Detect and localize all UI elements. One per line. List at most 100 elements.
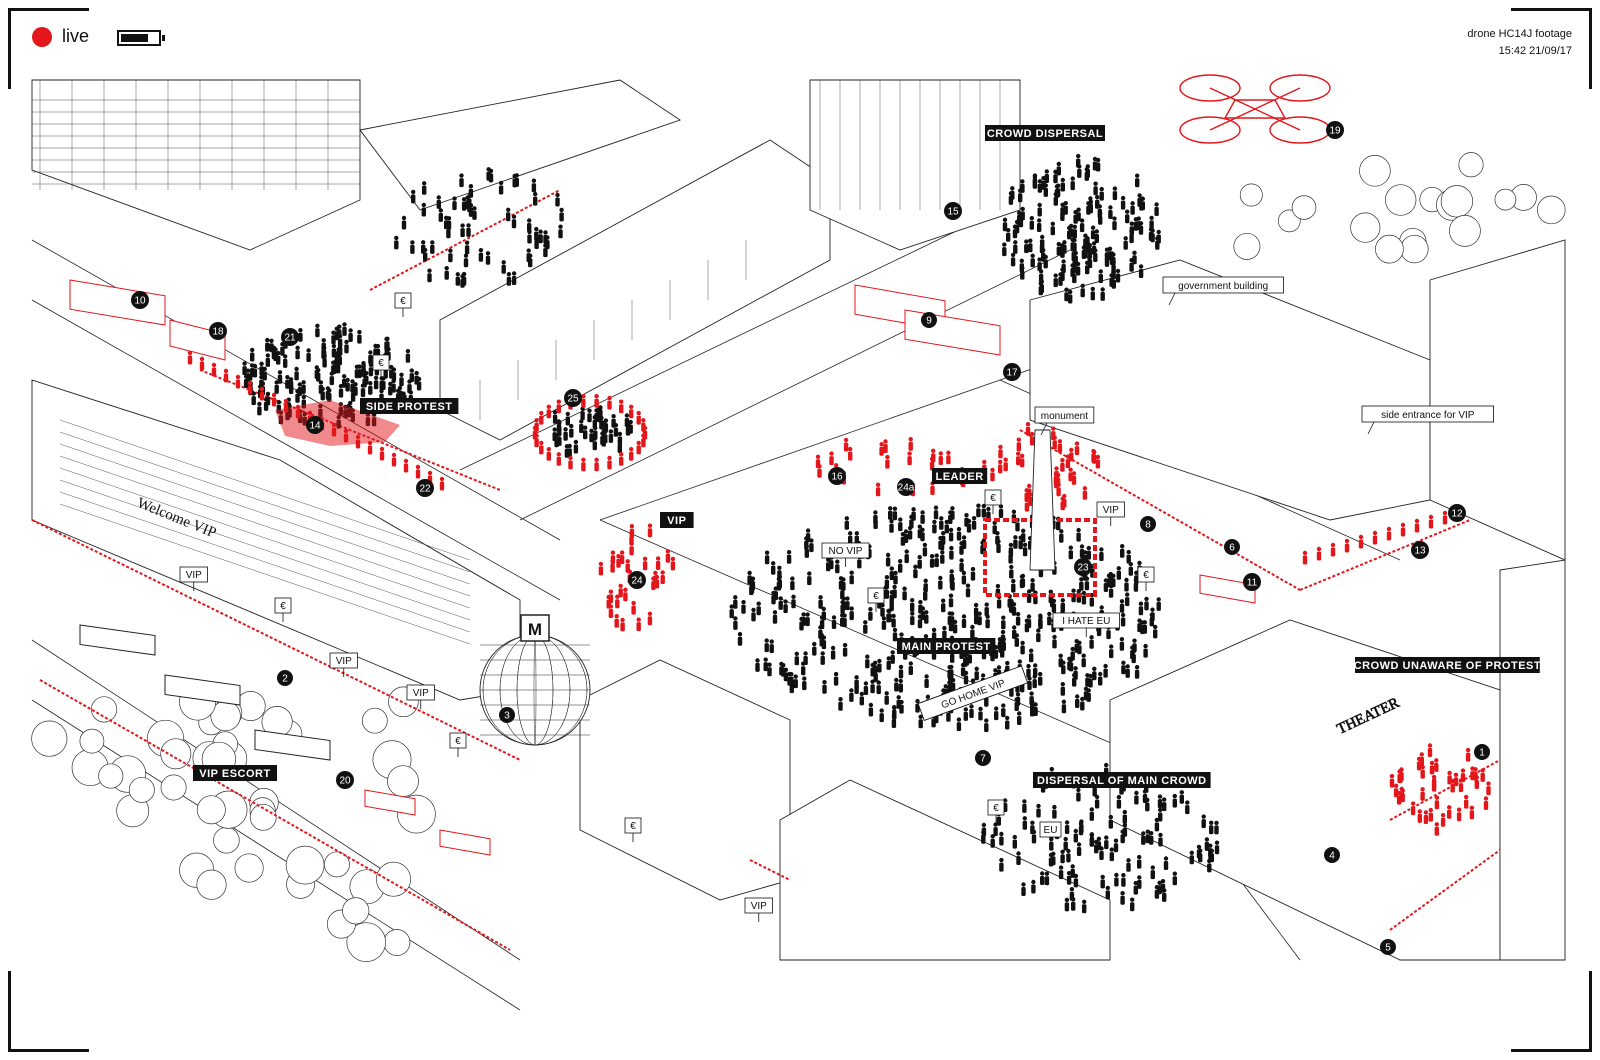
person-figure [1417,809,1423,823]
person-figure [338,383,344,398]
person-figure [464,240,470,255]
person-figure [1052,804,1057,819]
person-figure [1093,181,1098,196]
person-figure [1108,814,1114,829]
person-figure [737,632,743,646]
window-row [59,491,471,633]
person-figure [1064,897,1070,912]
marker-12: 12 [1448,504,1466,522]
person-figure [848,446,853,461]
person-figure [354,364,360,379]
person-figure [1060,177,1066,192]
person-figure [608,429,614,443]
police-car [439,829,491,856]
person-figure [1041,248,1046,262]
person-figure [430,240,435,254]
person-figure [849,606,854,621]
person-figure [1016,851,1021,865]
person-figure [1358,534,1364,549]
person-figure [933,505,939,520]
svg-text:SIDE PROTEST: SIDE PROTEST [366,401,453,413]
person-figure [1084,576,1090,591]
tree [1291,195,1317,220]
person-figure [1103,663,1108,678]
svg-text:13: 13 [1414,546,1426,557]
person-figure [401,215,407,230]
person-figure [1122,809,1128,824]
svg-text:5: 5 [1385,943,1391,954]
person-figure [1081,590,1087,605]
person-figure [812,641,817,656]
person-figure [587,408,592,423]
person-figure [531,178,537,193]
person-figure [368,381,373,395]
person-figure [1120,829,1125,844]
viewfinder-corner-bottom-left [8,971,89,1052]
person-figure [963,707,968,721]
person-figure [1068,467,1073,482]
person-figure [964,652,969,666]
person-figure [647,523,653,538]
person-figure [767,662,772,677]
person-figure [556,399,561,414]
person-figure [325,386,331,400]
person-figure [959,558,964,572]
person-figure [1012,625,1017,639]
person-figure [543,230,548,244]
person-figure [999,857,1004,872]
person-figure [409,368,414,383]
person-figure [1447,770,1452,785]
person-figure [1063,201,1068,215]
person-figure [1150,228,1155,243]
person-figure [1302,550,1308,565]
person-figure [1013,240,1018,254]
battery-icon [117,30,165,46]
tree [213,826,240,854]
person-figure [920,510,925,524]
person-figure [1104,253,1110,267]
person-figure [629,404,634,419]
svg-text:EU: EU [1044,825,1058,836]
svg-text:2: 2 [282,674,288,685]
person-figure [1145,829,1151,844]
svg-text:8: 8 [1145,520,1151,531]
protest-sign-vip: VIP [179,566,208,591]
government-building-callout: government building [1162,276,1284,306]
person-figure [1149,831,1154,845]
building-bottom-center [779,779,1111,961]
person-figure [1033,590,1038,605]
person-figure [1135,173,1140,188]
person-figure [1092,666,1097,681]
person-figure [1089,807,1095,821]
person-figure [831,615,837,629]
person-figure [405,349,411,363]
tree [1233,232,1261,260]
person-figure [607,395,612,410]
person-figure [485,251,491,265]
person-figure [1044,871,1050,886]
person-figure [399,372,404,387]
person-figure [976,503,981,518]
person-figure [818,595,823,609]
person-figure [569,423,574,438]
person-figure [902,586,907,601]
person-figure [1079,544,1085,558]
person-figure [1043,254,1048,269]
person-figure [1172,793,1178,808]
live-indicator: live [32,26,89,47]
limousine [254,729,331,761]
person-figure [1064,287,1069,302]
limousine [79,624,156,656]
person-figure [235,374,241,389]
person-figure [1001,615,1006,630]
person-figure [631,600,636,615]
person-figure [597,406,603,420]
person-figure [546,404,551,419]
person-figure [818,625,823,639]
person-figure [391,452,397,467]
person-figure [415,464,421,479]
person-figure [749,581,754,596]
person-figure [1125,664,1130,678]
person-figure [741,600,746,614]
person-figure [1040,871,1045,885]
